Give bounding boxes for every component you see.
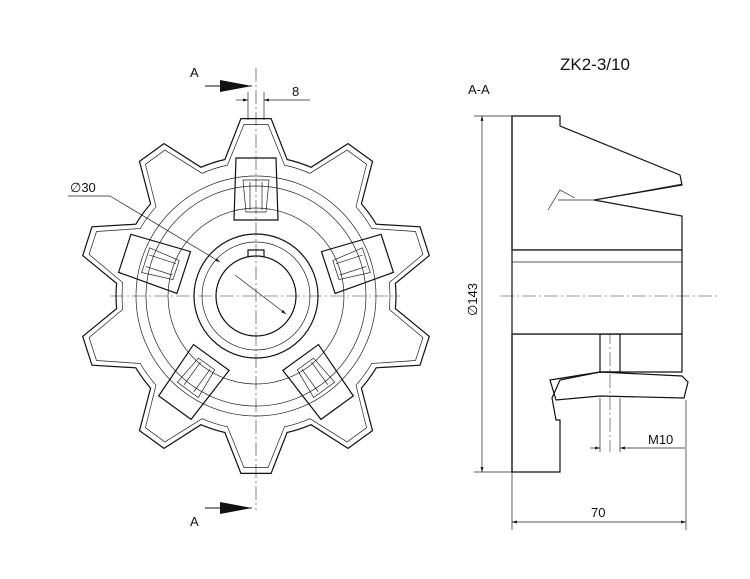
screw-pocket: [233, 157, 279, 221]
pocket-detail: [242, 179, 270, 213]
key-width-dimension: 8: [292, 84, 299, 99]
sprocket-teeth-outline: [82, 118, 430, 474]
groove-lines: [558, 183, 683, 217]
thread-dimension: M10: [648, 432, 673, 447]
section-mark-top: A: [190, 65, 199, 80]
groove-tip: [547, 189, 576, 211]
section-view: ZK2-3/10 A-A ∅143 M10: [465, 55, 720, 530]
section-label: A-A: [468, 82, 490, 97]
pocket-detail: [141, 247, 180, 280]
pocket-outline: [233, 157, 279, 221]
screw-pocket: [320, 233, 395, 295]
front-view: A A 8 ∅30: [68, 65, 430, 529]
outer-diameter-dimension: ∅143: [465, 283, 480, 316]
screw-pocket: [157, 343, 230, 421]
bore-void: [512, 250, 682, 334]
sprocket-teeth-inner-outline: [88, 124, 424, 468]
bore-leader-upper: [109, 195, 221, 263]
section-upper-hatch: [511, 115, 683, 251]
section-arrow-bottom: [220, 502, 252, 514]
screw-pocket: [117, 233, 192, 295]
pocket-outline: [282, 343, 355, 421]
section-lower-hatch: [511, 333, 683, 473]
screw-pockets: [117, 157, 395, 421]
width-dimension: 70: [591, 505, 605, 520]
section-mark-bottom: A: [190, 514, 199, 529]
pocket-detail: [296, 357, 336, 398]
drawing-title: ZK2-3/10: [560, 55, 630, 74]
pocket-detail: [176, 357, 216, 398]
pocket-detail: [332, 247, 371, 280]
pocket-outline: [157, 343, 230, 421]
bore-diameter-dimension: ∅30: [70, 180, 96, 195]
screw-pocket: [282, 343, 355, 421]
pocket-section: [549, 371, 689, 401]
section-arrow-top: [220, 80, 252, 92]
bore-leader-lower: [234, 274, 287, 315]
pocket-outline: [117, 233, 192, 295]
pocket-outline: [320, 233, 395, 295]
